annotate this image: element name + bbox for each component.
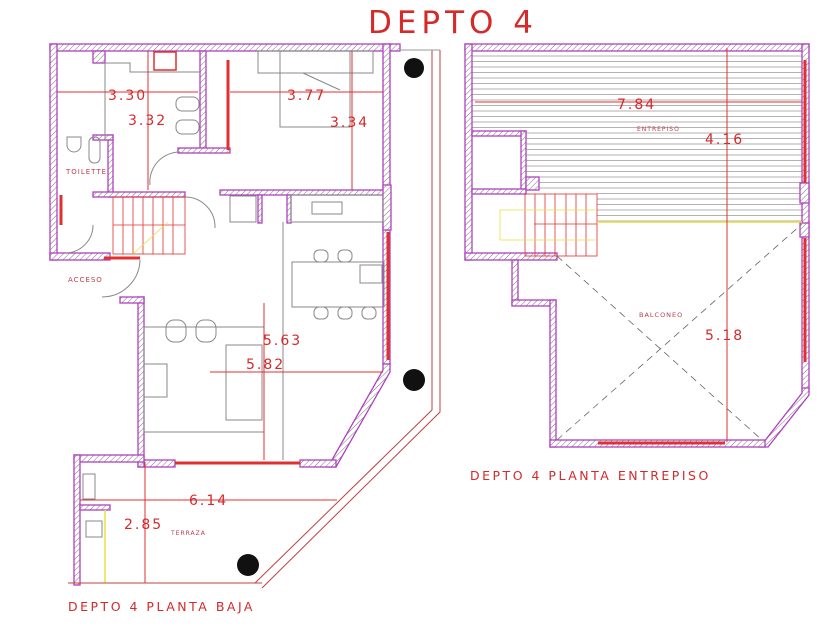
dimension-label: 3.34 — [330, 115, 369, 131]
laundry-sink-icon — [85, 520, 103, 538]
terrace-railing — [261, 50, 441, 589]
door-swing — [149, 151, 181, 186]
terrace-railing — [254, 50, 433, 584]
cooktop-icon — [359, 264, 383, 284]
door-swing — [65, 224, 94, 254]
rug — [143, 326, 265, 433]
kitchen-furniture — [229, 194, 385, 460]
wall — [471, 130, 527, 137]
sink-icon — [66, 136, 82, 153]
kitchen-island — [291, 261, 385, 308]
dimension-label: 7.84 — [617, 97, 656, 113]
dimension-lines — [57, 51, 383, 583]
room-label-entrepiso: ENTREPISO — [637, 126, 680, 133]
wall — [299, 459, 337, 468]
side-table — [143, 363, 168, 398]
wall — [286, 194, 292, 224]
wall — [177, 147, 231, 154]
armchair-icon — [165, 319, 187, 343]
entrance-door-swing — [101, 259, 141, 298]
fridge-icon — [229, 195, 257, 223]
stair — [499, 193, 598, 257]
kitchen-sink-icon — [311, 201, 343, 215]
bbq-icon — [82, 473, 96, 500]
wall — [549, 299, 557, 448]
mezzanine-floor-hatch — [472, 55, 802, 222]
wall — [49, 43, 401, 52]
bed-icon — [279, 50, 351, 128]
dimension-label: 2.85 — [124, 517, 163, 533]
dimension-label: 3.77 — [287, 88, 326, 104]
column — [92, 50, 106, 64]
bidet-icon — [175, 119, 200, 135]
wall — [73, 454, 145, 463]
wall — [511, 259, 519, 306]
wall — [79, 504, 111, 511]
armchair-icon — [195, 319, 217, 343]
toilet-icon — [88, 136, 101, 164]
sofa-icon — [225, 344, 263, 421]
shower-icon — [153, 51, 177, 71]
wall — [257, 194, 263, 224]
wall — [799, 182, 810, 204]
bedroom-furniture — [257, 50, 374, 128]
living-furniture — [143, 319, 265, 433]
toilet-icon — [175, 96, 200, 112]
planta-entrepiso-plan: 7.84 4.16 5.18 ENTREPISO BALCONEO DEPTO … — [464, 43, 810, 483]
dimension-label: 4.16 — [705, 132, 744, 148]
wall — [471, 188, 527, 195]
wall — [464, 43, 810, 52]
wall — [199, 50, 207, 152]
wall — [758, 387, 810, 448]
dimension-label: 3.30 — [108, 88, 147, 104]
dimension-label: 5.63 — [263, 333, 302, 349]
nightstands — [257, 50, 374, 74]
dimension-label: 5.82 — [246, 357, 285, 373]
stair — [112, 196, 186, 255]
wall — [799, 222, 810, 238]
room-label-toilette: TOILETTE — [65, 168, 107, 176]
wall — [137, 296, 145, 468]
plant-icon — [237, 58, 425, 576]
wall — [49, 252, 111, 261]
wall — [382, 184, 392, 231]
door-swing — [184, 196, 216, 229]
wall — [219, 189, 391, 196]
dimension-label: 6.14 — [189, 493, 228, 509]
wall — [464, 43, 473, 261]
wall — [73, 454, 81, 586]
wall — [520, 130, 527, 192]
wall — [49, 43, 58, 261]
wall — [464, 252, 558, 261]
wall — [107, 134, 114, 198]
column — [525, 176, 540, 191]
dimension-label: 3.32 — [128, 113, 167, 129]
page-title: DEPTO 4 — [368, 5, 538, 41]
room-label-acceso: ACCESO — [68, 276, 103, 284]
wall — [119, 296, 145, 304]
wall — [326, 363, 391, 468]
bathroom-fixtures — [66, 62, 200, 164]
void-cross — [556, 223, 803, 441]
plan-caption-planta-baja: DEPTO 4 PLANTA BAJA — [68, 599, 255, 614]
dimension-label: 5.18 — [705, 328, 744, 344]
dimension-lines — [475, 48, 802, 442]
room-label-balconeo: BALCONEO — [639, 311, 683, 319]
wall — [92, 191, 186, 198]
plan-caption-planta-entrepiso: DEPTO 4 PLANTA ENTREPISO — [470, 468, 711, 483]
room-label-terraza: TERRAZA — [170, 530, 206, 537]
planta-baja-plan: 3.30 3.32 3.77 3.34 5.63 5.82 6.14 2.85 … — [49, 43, 441, 614]
